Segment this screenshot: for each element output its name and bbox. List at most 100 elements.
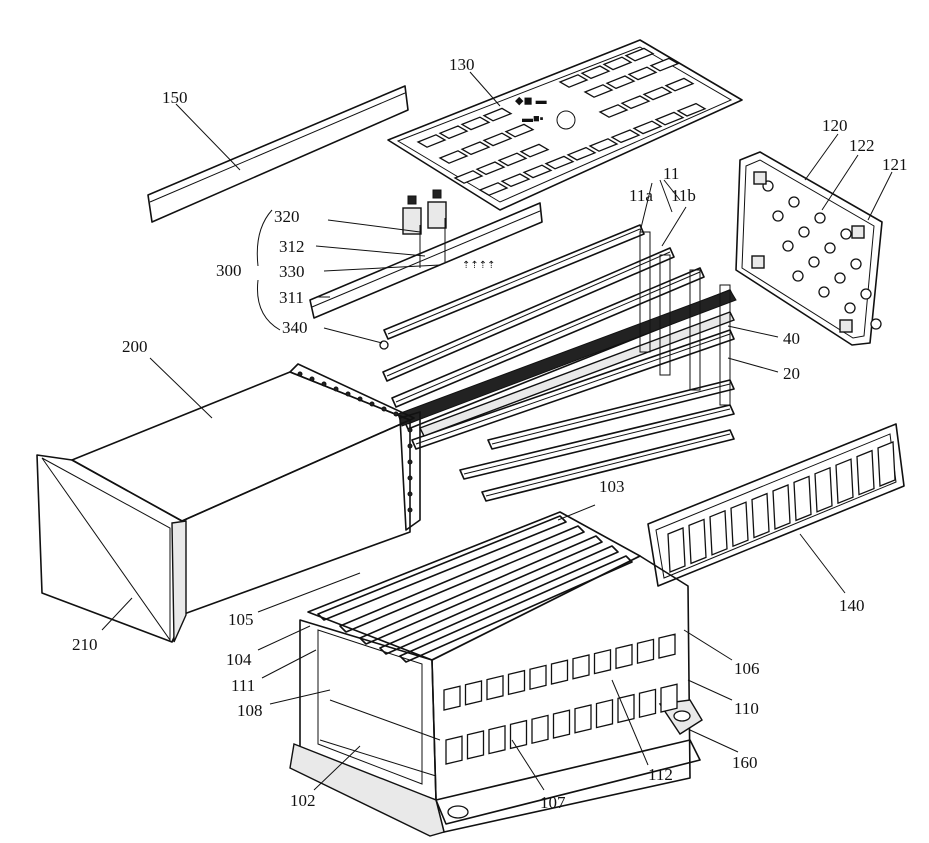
frame-window: [597, 700, 613, 728]
label-311: 311: [279, 288, 304, 307]
label-120: 120: [822, 116, 848, 135]
drawer-rivet: [394, 412, 398, 416]
label-11a: 11a: [629, 186, 653, 205]
drawer-rivet: [346, 392, 350, 396]
label-200: 200: [122, 337, 148, 356]
cover-window: [585, 85, 612, 97]
drawer-rivet: [408, 428, 412, 432]
front-window: [815, 468, 832, 512]
cover-window: [484, 133, 511, 145]
plate-boss: [809, 257, 819, 267]
frame-window: [511, 721, 527, 749]
frame-window: [489, 726, 505, 754]
cover-window: [524, 165, 551, 177]
plate-boss: [793, 271, 803, 281]
label-320: 320: [274, 207, 300, 226]
cover-window: [418, 135, 445, 147]
cover-window: [440, 126, 467, 138]
plate-boss: [841, 229, 851, 239]
front-window: [689, 519, 706, 563]
drawer-rivet: [408, 508, 412, 512]
drawer-rivet: [408, 492, 412, 496]
frame-window: [575, 705, 591, 733]
front-window: [710, 511, 727, 555]
label-102: 102: [290, 791, 316, 810]
label-330: 330: [279, 262, 305, 281]
drawer-rivet: [310, 377, 314, 381]
label-105: 105: [228, 610, 254, 629]
cover-window: [462, 142, 489, 154]
label-20: 20: [783, 364, 800, 383]
drawer-rivet: [322, 382, 326, 386]
drawer-rivet: [408, 444, 412, 448]
plate-corner-lug: [840, 320, 852, 332]
frame-window: [509, 671, 525, 695]
label-130: 130: [449, 55, 475, 74]
front-window: [794, 476, 811, 520]
plate-corner-lug: [752, 256, 764, 268]
frame-window: [552, 660, 568, 684]
cover-window: [600, 105, 627, 117]
plate-boss: [819, 287, 829, 297]
front-window: [857, 451, 874, 495]
plate-boss: [835, 273, 845, 283]
drawer-rivet: [408, 460, 412, 464]
rail-dark-band: [398, 290, 736, 426]
cover-window: [607, 76, 634, 88]
plate-boss: [783, 241, 793, 251]
label-121: 121: [882, 155, 908, 174]
rear-plate-120: [736, 134, 892, 345]
frame-window: [532, 715, 548, 743]
frame-window: [554, 710, 570, 738]
cover-window: [634, 121, 661, 133]
cover-window: [521, 144, 548, 156]
front-frame-140: [648, 424, 904, 593]
svg-text:▬■▪: ▬■▪: [522, 113, 544, 125]
housing-frame: [258, 505, 738, 836]
frame-window: [487, 676, 503, 700]
label-150: 150: [162, 88, 188, 107]
cover-window: [629, 67, 656, 79]
cover-window: [590, 139, 617, 151]
frame-window: [640, 689, 656, 717]
cover-window: [644, 87, 671, 99]
frame-window: [466, 681, 482, 705]
label-340: 340: [282, 318, 308, 337]
cover-window: [612, 130, 639, 142]
cover-window: [666, 78, 693, 90]
label-108: 108: [237, 701, 263, 720]
plate-corner-lug: [852, 226, 864, 238]
frame-window: [616, 645, 632, 669]
frame-window: [444, 686, 460, 710]
label-112: 112: [648, 765, 673, 784]
drawer-rivet: [370, 402, 374, 406]
label-107: 107: [540, 793, 566, 812]
frame-floor-bar: [330, 700, 440, 740]
cover-window: [499, 153, 526, 165]
cover-window: [506, 124, 533, 136]
svg-text:◆◼ ▬: ◆◼ ▬: [515, 95, 547, 107]
frame-rail: [400, 556, 632, 662]
frame-window: [661, 684, 677, 712]
plate-boss: [773, 211, 783, 221]
cover-window: [440, 151, 467, 163]
frame-window: [638, 639, 654, 663]
cover-window: [455, 171, 482, 183]
drawer-rivet: [382, 407, 386, 411]
cover-window: [568, 148, 595, 160]
label-11: 11: [663, 164, 679, 183]
drawer-rivet: [358, 397, 362, 401]
label-103: 103: [599, 477, 625, 496]
drawer-200: [37, 358, 420, 642]
plate-boss: [825, 243, 835, 253]
frame-window: [446, 736, 462, 764]
label-312: 312: [279, 237, 305, 256]
cover-window: [477, 162, 504, 174]
frame-window: [468, 731, 484, 759]
frame-rail: [340, 526, 584, 632]
frame-rail: [380, 546, 618, 654]
label-160: 160: [732, 753, 758, 772]
cover-window: [502, 174, 529, 186]
frame-window: [595, 650, 611, 674]
frame-window: [659, 634, 675, 658]
